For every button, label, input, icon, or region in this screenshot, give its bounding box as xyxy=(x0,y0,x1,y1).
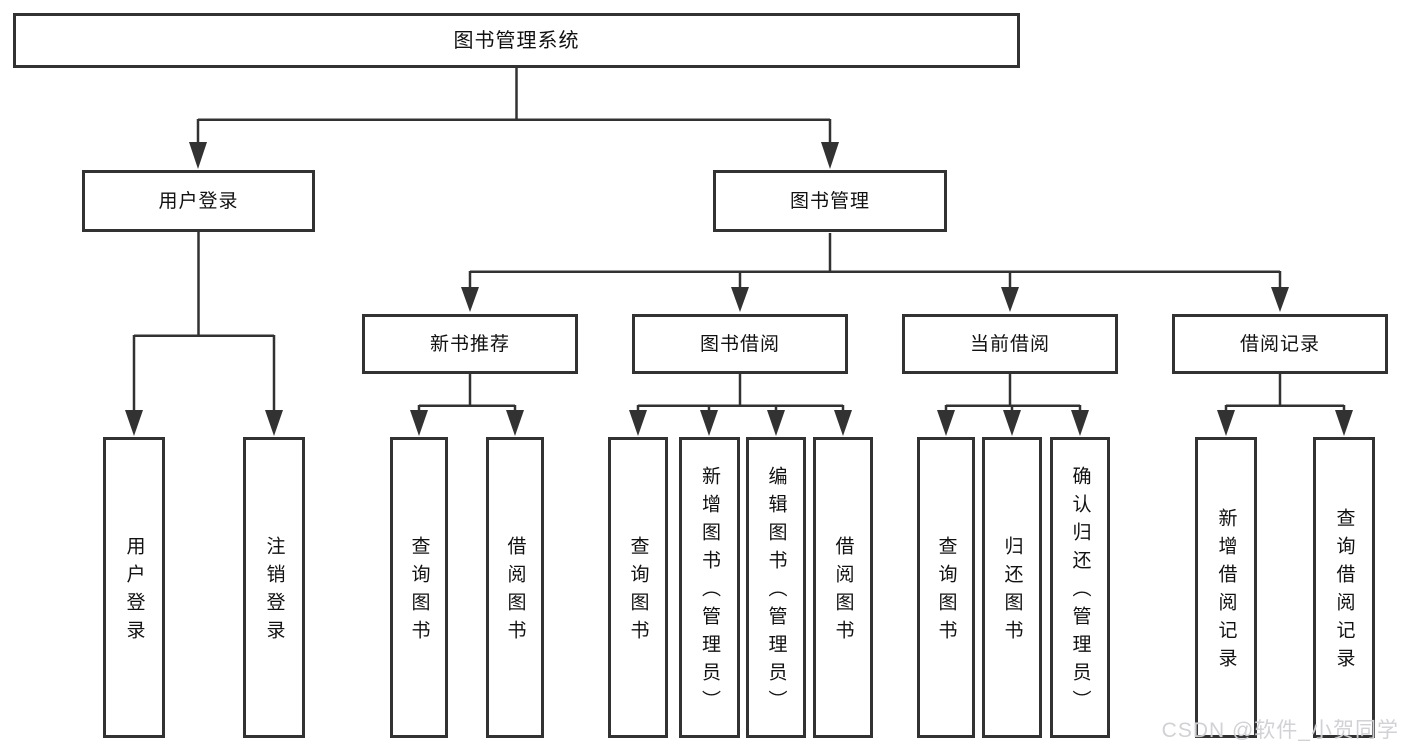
leaf-edit-books-admin: 编辑图书（管理员） xyxy=(746,437,806,738)
leaf-borrow-books-recommend: 借阅图书 xyxy=(486,437,544,738)
watermark: CSDN @软件_小贺同学 xyxy=(1161,719,1399,742)
leaf-user-login: 用户登录 xyxy=(103,437,165,738)
leaf-borrow-books-borrowing: 借阅图书 xyxy=(813,437,873,738)
leaf-query-books-borrowing: 查询图书 xyxy=(608,437,668,738)
node-borrowing-records: 借阅记录 xyxy=(1172,314,1388,374)
node-new-book-recommend: 新书推荐 xyxy=(362,314,578,374)
leaf-confirm-return-admin: 确认归还（管理员） xyxy=(1050,437,1110,738)
node-book-borrowing: 图书借阅 xyxy=(632,314,848,374)
leaf-return-books: 归还图书 xyxy=(982,437,1042,738)
connector-records-to-leaves xyxy=(1217,374,1353,436)
leaf-query-borrow-record: 查询借阅记录 xyxy=(1313,437,1375,738)
node-current-borrowing: 当前借阅 xyxy=(902,314,1118,374)
node-library-system: 图书管理系统 xyxy=(13,13,1020,68)
leaf-query-books-recommend: 查询图书 xyxy=(390,437,448,738)
leaf-logout: 注销登录 xyxy=(243,437,305,738)
leaf-add-borrow-record: 新增借阅记录 xyxy=(1195,437,1257,738)
leaf-add-books-admin: 新增图书（管理员） xyxy=(679,437,740,738)
connector-mgmt-to-level2 xyxy=(461,233,1289,312)
node-book-management: 图书管理 xyxy=(713,170,947,232)
leaf-query-books-current: 查询图书 xyxy=(917,437,975,738)
connector-root-to-level1 xyxy=(189,68,839,169)
connector-login-to-leaves xyxy=(125,232,283,436)
connector-recommend-to-leaves xyxy=(410,374,524,436)
connector-current-to-leaves xyxy=(937,374,1089,436)
connector-borrowing-to-leaves xyxy=(629,374,852,436)
node-user-login: 用户登录 xyxy=(82,170,315,232)
